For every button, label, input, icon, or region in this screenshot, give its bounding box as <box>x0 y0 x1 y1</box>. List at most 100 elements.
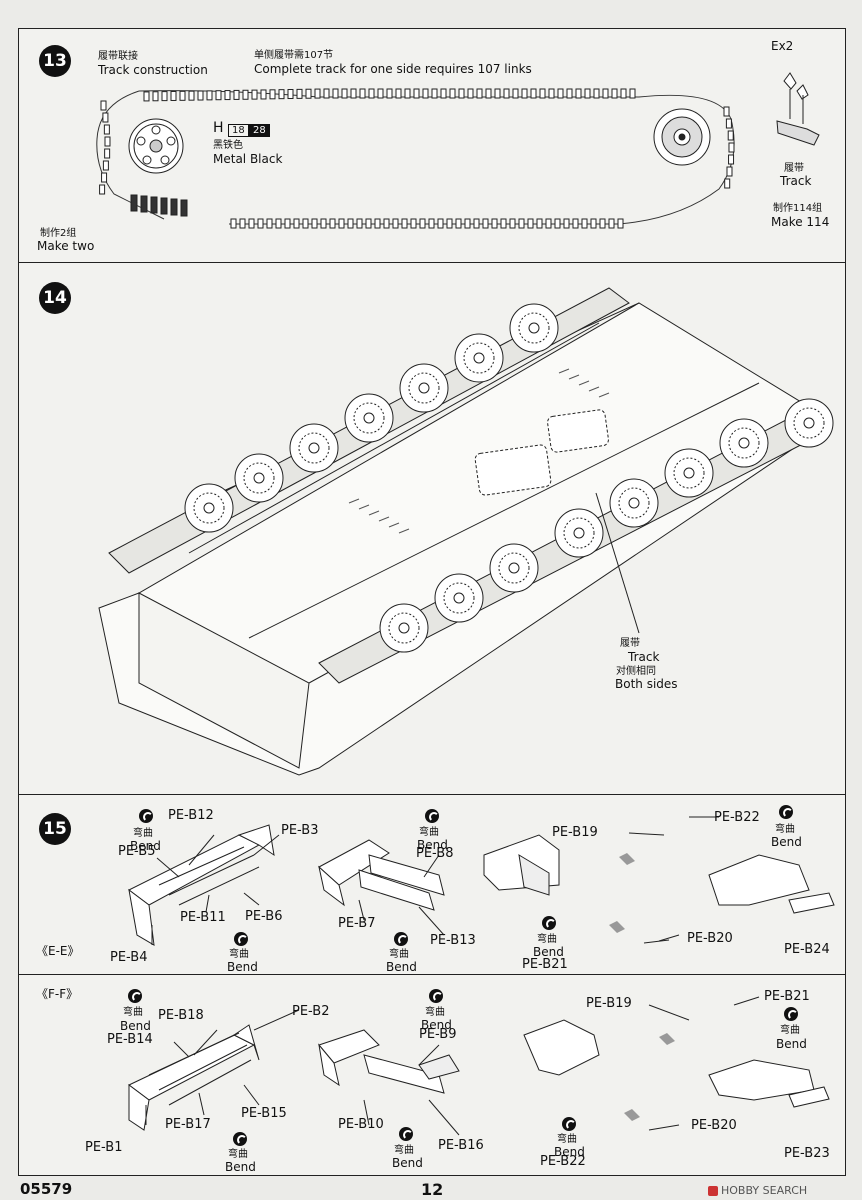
pe-fenders-f-drawing <box>128 996 830 1136</box>
part-pe-b17: PE-B17 <box>165 1117 211 1132</box>
track-link <box>104 136 111 147</box>
track-link <box>197 90 204 101</box>
track-link <box>104 148 111 159</box>
track-link <box>464 218 471 229</box>
road-wheel-cap <box>473 352 485 364</box>
track-link <box>509 218 516 229</box>
make-114-cn: 制作114组 <box>773 203 823 214</box>
product-code: 05579 <box>20 1180 73 1198</box>
track-link <box>431 88 438 99</box>
direction-arrows <box>609 853 635 933</box>
track-link <box>215 90 222 101</box>
track-link <box>611 88 618 99</box>
step-13-panel: 13 履带联接 Track construction 单侧履带需107节 Com… <box>18 28 846 264</box>
part-pe-b9: PE-B9 <box>419 1027 457 1042</box>
track-link <box>170 90 177 101</box>
track-link <box>392 218 399 229</box>
track-link <box>251 89 258 100</box>
track-link <box>599 218 606 229</box>
track-link <box>500 218 507 229</box>
track-link <box>446 218 453 229</box>
track-link <box>293 218 300 229</box>
road-wheel-cap <box>363 412 375 424</box>
track-link <box>485 88 492 99</box>
track-construction-label: Track construction <box>98 63 208 77</box>
bend-label: Bend <box>130 839 161 853</box>
track-label: Track <box>780 174 812 188</box>
track-link <box>404 88 411 99</box>
track-link <box>224 90 231 101</box>
track-link <box>440 88 447 99</box>
track-loop-drawing <box>96 72 820 229</box>
bend-icon <box>429 989 443 1003</box>
track-link <box>395 88 402 99</box>
track-link <box>602 88 609 99</box>
bend-icon <box>562 1117 576 1131</box>
track-link <box>530 88 537 99</box>
both-sides-cn: 对侧相同 <box>616 666 656 677</box>
track-link <box>539 88 546 99</box>
bend-label-cn: 弯曲 <box>775 824 795 835</box>
part-pe-b15: PE-B15 <box>241 1106 287 1121</box>
part-pe-b2: PE-B2 <box>292 1004 330 1019</box>
track-link <box>99 184 106 195</box>
track-link <box>726 166 733 177</box>
track-link <box>473 218 480 229</box>
track-link <box>383 218 390 229</box>
road-wheel-cap <box>803 417 815 429</box>
step-number-14: 14 <box>39 282 71 314</box>
pe-fenders-e-drawing <box>128 816 835 946</box>
sprocket-wheel-icon <box>653 108 711 166</box>
bend-label-cn: 弯曲 <box>537 934 557 945</box>
link-count-note-cn: 单侧履带需107节 <box>254 50 334 61</box>
part-pe-b22: PE-B22 <box>540 1154 586 1169</box>
track-link <box>727 130 734 141</box>
part-pe-b20: PE-B20 <box>687 931 733 946</box>
track-link <box>266 218 273 229</box>
road-wheel-cap <box>203 502 215 514</box>
track-link <box>179 90 186 101</box>
bend-icon <box>139 809 153 823</box>
part-pe-b4: PE-B4 <box>110 950 148 965</box>
part-pe-b6: PE-B6 <box>245 909 283 924</box>
bend-icon <box>234 932 248 946</box>
track-label-cn: 履带 <box>620 638 640 649</box>
track-link <box>724 178 731 189</box>
part-pe-b8: PE-B8 <box>416 846 454 861</box>
track-link <box>257 218 264 229</box>
part-pe-b19: PE-B19 <box>586 996 632 1011</box>
part-pe-b1: PE-B1 <box>85 1140 123 1155</box>
track-link <box>617 218 624 229</box>
paint-letter: H <box>213 120 224 136</box>
track-link <box>242 89 249 100</box>
bend-label: Bend <box>776 1037 807 1051</box>
track-link <box>101 172 108 183</box>
bend-icon <box>779 805 793 819</box>
track-link <box>728 154 735 165</box>
track-link <box>629 88 636 99</box>
make-two-label: Make two <box>37 239 95 253</box>
part-pe-b19: PE-B19 <box>552 825 598 840</box>
track-link <box>287 89 294 100</box>
track-label-cn: 履带 <box>784 163 804 174</box>
track-link <box>314 88 321 99</box>
part-pe-b21: PE-B21 <box>764 989 810 1004</box>
track-link <box>332 88 339 99</box>
track-construction-cn: 履带联接 <box>98 51 138 62</box>
track-link <box>527 218 534 229</box>
track-link <box>521 88 528 99</box>
bend-icon <box>394 932 408 946</box>
track-link <box>413 88 420 99</box>
road-wheel-cap <box>398 622 410 634</box>
sample-link-chain <box>130 194 188 217</box>
track-link <box>410 218 417 229</box>
track-link <box>152 91 159 102</box>
track-link <box>437 218 444 229</box>
track-link <box>233 89 240 100</box>
track-link <box>545 218 552 229</box>
track-link <box>557 88 564 99</box>
step-number-13: 13 <box>39 45 71 77</box>
step-14-panel: 14 履带 Track 对侧相同 Both sides <box>18 262 846 796</box>
track-link <box>260 89 267 100</box>
paint-code-28: 28 <box>249 124 270 137</box>
